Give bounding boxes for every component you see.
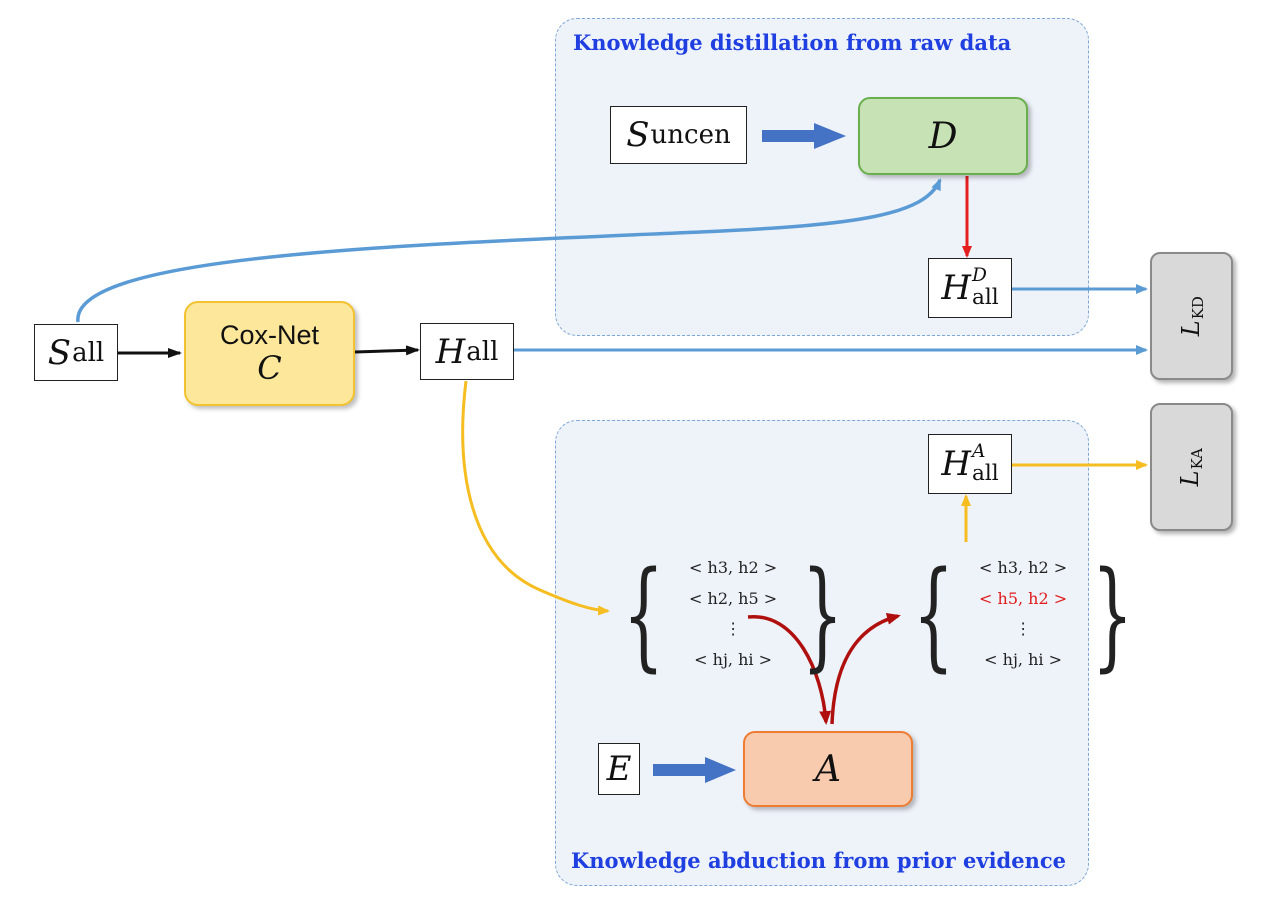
- e-symbol: E: [606, 749, 632, 789]
- h-all-a-subscript: all: [971, 461, 999, 486]
- a-symbol: A: [815, 748, 841, 790]
- coxnet-node: Cox-Net C: [184, 301, 355, 406]
- h-all-symbol: H: [435, 331, 466, 372]
- abduction-panel-title: Knowledge abduction from prior evidence: [571, 848, 1067, 873]
- h-all-a-symbol: H: [941, 444, 971, 484]
- s-uncen-symbol: S: [626, 115, 650, 155]
- s-all-symbol: S: [47, 332, 72, 373]
- right-pair-ellipsis: ⋮: [1015, 619, 1032, 639]
- block-arrow-e-to-a: [653, 757, 736, 783]
- right-pair-item: < hj, hi >: [984, 649, 1062, 669]
- coxnet-title: Cox-Net: [219, 320, 320, 351]
- l-ka-node: LKA: [1150, 403, 1233, 531]
- edge-a-to-right-set: [830, 612, 901, 725]
- d-symbol: D: [928, 115, 958, 157]
- l-kd-symbol: L: [1176, 320, 1205, 336]
- h-all-a-node: H A all: [928, 434, 1012, 494]
- left-pair-item: < h2, h5 >: [689, 588, 778, 608]
- abduction-panel: [555, 420, 1089, 886]
- h-all-subscript: all: [466, 336, 499, 367]
- l-kd-subscript: KD: [1188, 296, 1207, 320]
- d-node: D: [858, 97, 1028, 175]
- e-node: E: [598, 743, 640, 795]
- distillation-panel-title: Knowledge distillation from raw data: [573, 30, 1012, 55]
- left-pair-set: { < h3, h2 > < h2, h5 > ⋮ < hj, hi > }: [606, 548, 860, 680]
- right-set-open-brace: {: [912, 545, 955, 683]
- edge-coxnet-to-h-all: [354, 345, 420, 356]
- coxnet-symbol: C: [257, 348, 282, 387]
- h-all-d-subscript: all: [971, 285, 999, 310]
- left-pair-ellipsis: ⋮: [725, 619, 742, 639]
- right-pair-item-highlighted: < h5, h2 >: [979, 588, 1068, 608]
- edge-left-set-to-a: [747, 615, 832, 725]
- block-arrow-s-uncen-to-d: [762, 123, 846, 149]
- left-set-open-brace: {: [622, 545, 665, 683]
- s-all-subscript: all: [72, 337, 105, 368]
- left-set-close-brace: }: [801, 545, 844, 683]
- right-pair-set: { < h3, h2 > < h5, h2 > ⋮ < hj, hi > }: [896, 548, 1150, 680]
- l-ka-symbol: L: [1176, 470, 1205, 487]
- h-all-d-node: H D all: [928, 258, 1012, 318]
- right-set-close-brace: }: [1091, 545, 1134, 683]
- left-pair-item: < hj, hi >: [694, 649, 772, 669]
- l-ka-subscript: KA: [1188, 447, 1207, 470]
- edge-s-all-to-d: [76, 178, 942, 323]
- h-all-d-superscript: D: [971, 265, 987, 287]
- edge-h-all-to-left-set: [461, 380, 610, 616]
- h-all-d-symbol: H: [941, 268, 971, 308]
- s-uncen-subscript: uncen: [650, 120, 731, 150]
- left-pair-item: < h3, h2 >: [689, 558, 778, 577]
- h-all-a-superscript: A: [971, 441, 986, 463]
- a-node: A: [743, 731, 913, 807]
- right-pair-item: < h3, h2 >: [979, 558, 1068, 577]
- l-kd-node: LKD: [1150, 252, 1233, 380]
